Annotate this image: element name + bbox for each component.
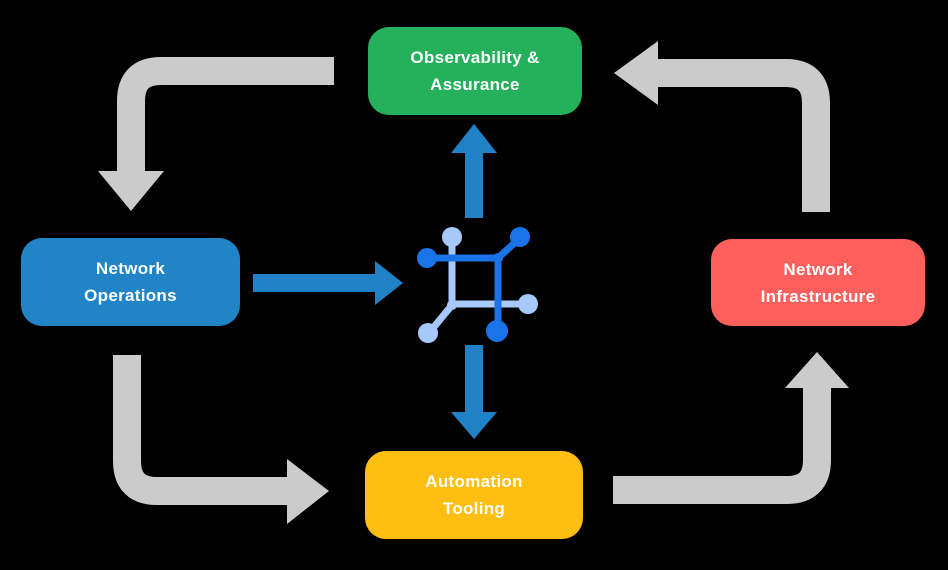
arrow-operations-to-tooling: [113, 355, 329, 524]
network-mesh-icon: [417, 227, 538, 343]
node-network-infrastructure: Network Infrastructure: [711, 239, 925, 326]
node-label: Assurance: [430, 75, 520, 94]
node-label: Infrastructure: [760, 286, 876, 306]
arrow-center-to-tooling: [451, 345, 497, 439]
arrow-infrastructure-to-observability: [614, 41, 830, 212]
node-label: Operations: [84, 286, 177, 305]
node-left-dark: [417, 248, 437, 268]
node-bottom-dark: [486, 320, 508, 342]
node-label: Observability &: [410, 48, 540, 67]
arrow-tooling-to-infrastructure: [613, 352, 849, 504]
node-label: Automation: [425, 472, 523, 491]
arrow-center-to-observability: [451, 124, 497, 218]
node-label: Network: [95, 259, 166, 278]
node-bottom-left-light: [418, 323, 438, 343]
node-observability-assurance: Observability & Assurance: [368, 27, 582, 115]
node-right-light: [518, 294, 538, 314]
arrow-observability-to-operations: [98, 57, 334, 211]
arrow-operations-to-center: [253, 261, 403, 305]
node-label: Tooling: [442, 499, 506, 518]
node-top-light: [442, 227, 462, 247]
node-network-operations: Network Operations: [21, 238, 240, 326]
node-automation-tooling: Automation Tooling: [365, 451, 583, 539]
node-label: Network: [783, 259, 853, 279]
node-top-right-dark: [510, 227, 530, 247]
